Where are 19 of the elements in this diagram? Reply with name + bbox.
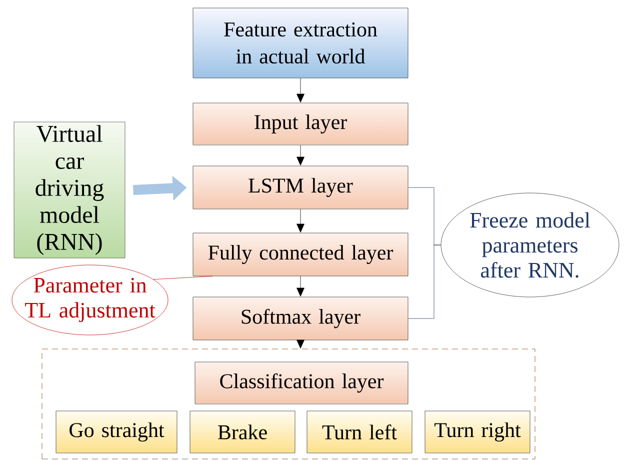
arrow [296,209,304,232]
dashed-frame [42,348,536,460]
action-box: Go straight [56,410,178,454]
leader-line [153,276,213,280]
layer-box: Fully connected layer [192,232,408,276]
process-box: Feature extraction in actual world [192,8,408,78]
model-box: Virtual car driving model (RNN) [14,122,126,258]
action-box: Turn right [424,410,530,454]
layer-box: LSTM layer [192,166,408,210]
layer-box: Classification layer [194,362,408,404]
action-box: Brake [190,410,296,454]
layer-box: Input layer [192,102,408,146]
arrow [296,340,304,348]
arrow [296,78,304,102]
arrow [296,276,304,296]
action-box: Turn left [306,410,412,454]
arrow [296,145,304,166]
leader-line [408,244,441,319]
layer-box: Softmax layer [192,296,408,340]
